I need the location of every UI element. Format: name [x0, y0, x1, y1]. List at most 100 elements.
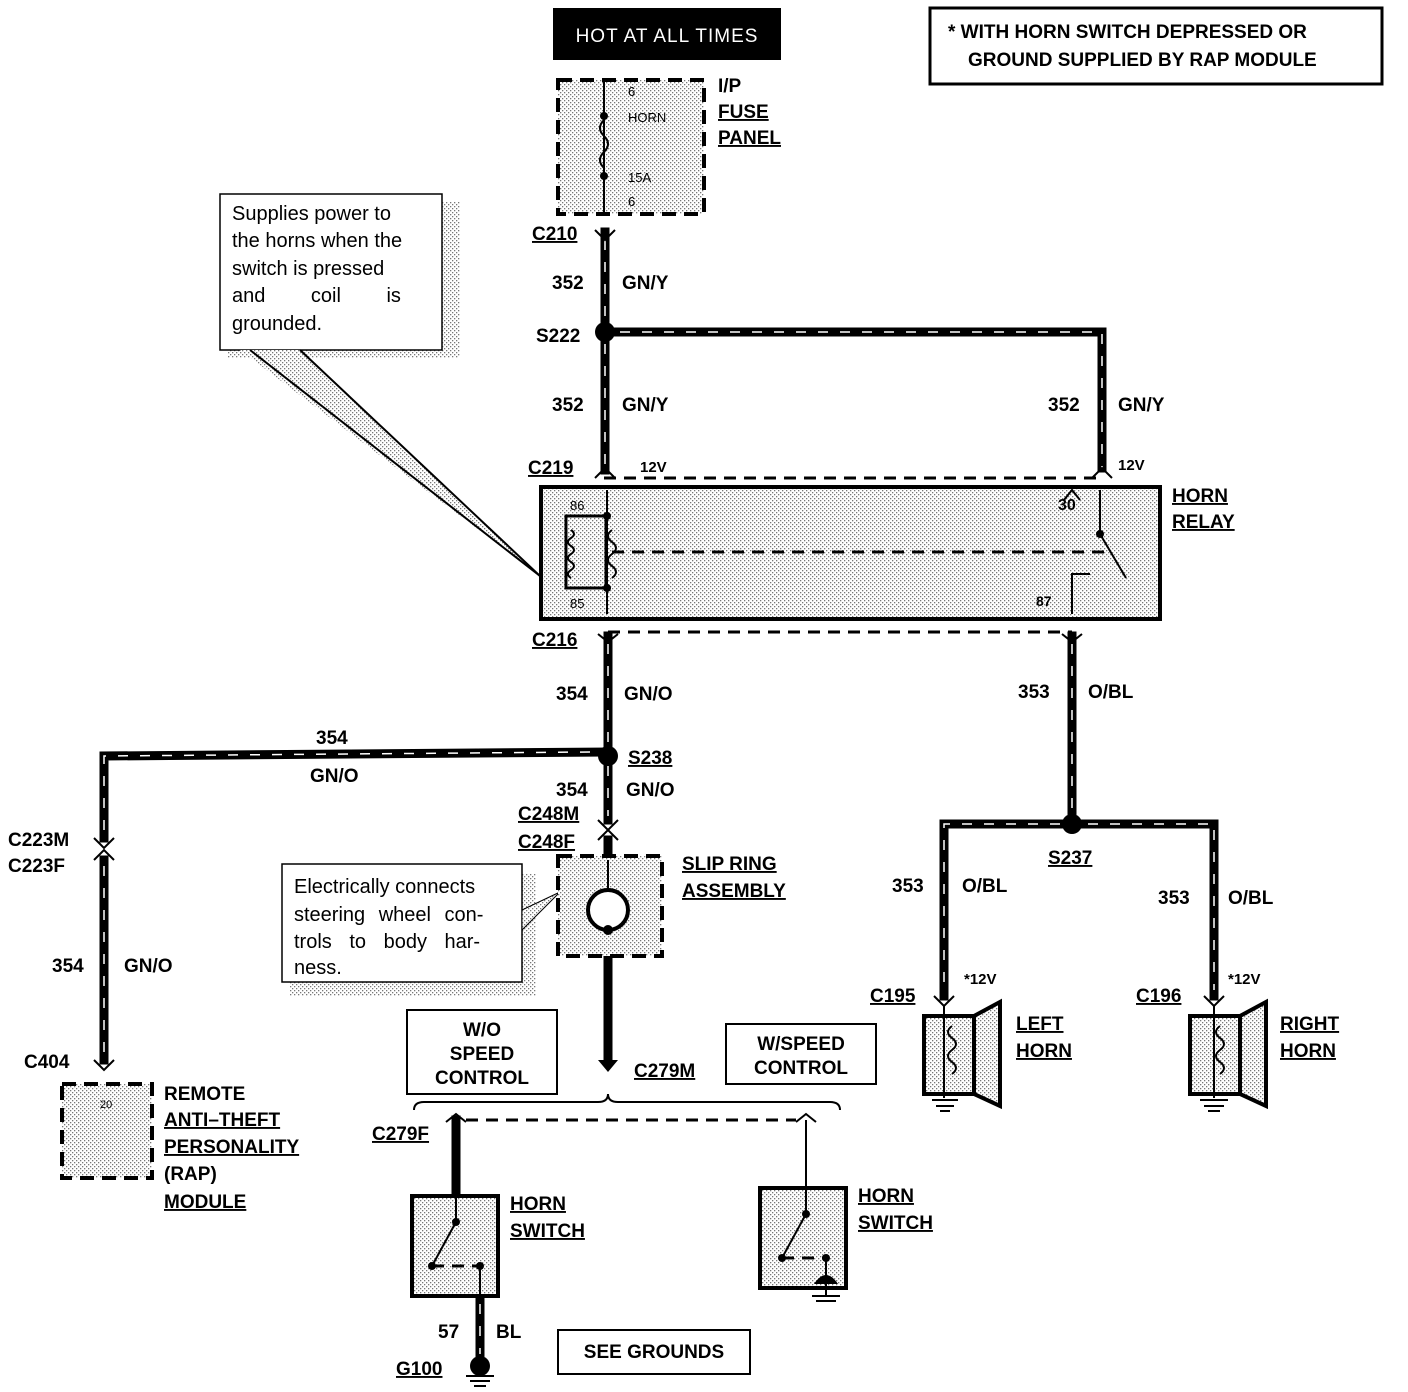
see-grounds-box: SEE GROUNDS	[557, 1329, 751, 1375]
svg-text:6: 6	[628, 84, 635, 99]
svg-text:I/P: I/P	[718, 76, 742, 97]
svg-text:RELAY: RELAY	[1172, 512, 1235, 533]
svg-text:HORN: HORN	[1172, 486, 1228, 507]
wires	[99, 227, 1219, 1363]
svg-text:SLIP RING: SLIP RING	[682, 854, 777, 875]
wire-labels: 352 GN/Y 352 GN/Y 352 GN/Y 354 GN/O 354 …	[52, 273, 1274, 1343]
splice-s222	[595, 322, 615, 342]
svg-text:30: 30	[1058, 497, 1076, 514]
right-horn: RIGHT HORN	[1188, 998, 1340, 1112]
svg-text:20: 20	[100, 1099, 112, 1111]
horn-switch-wo-speed: HORN SWITCH	[410, 1194, 585, 1298]
svg-text:steering wheel con-: steering wheel con-	[294, 904, 483, 926]
svg-text:*12V: *12V	[1228, 971, 1261, 988]
svg-text:GN/O: GN/O	[624, 684, 673, 705]
svg-text:grounded.: grounded.	[232, 313, 322, 335]
label-c404: C404	[24, 1052, 70, 1073]
svg-text:CONTROL: CONTROL	[435, 1068, 529, 1089]
svg-text:SPEED: SPEED	[450, 1044, 514, 1065]
svg-text:86: 86	[570, 498, 584, 513]
svg-text:O/BL: O/BL	[1088, 682, 1134, 703]
svg-text:352: 352	[552, 273, 584, 294]
svg-text:SWITCH: SWITCH	[510, 1221, 585, 1242]
ip-fuse-panel: 6 HORN 15A 6 I/P FUSE PANEL	[556, 76, 781, 216]
svg-text:RIGHT: RIGHT	[1280, 1014, 1340, 1035]
svg-text:GN/Y: GN/Y	[1118, 395, 1165, 416]
label-c279f: C279F	[372, 1124, 429, 1145]
svg-text:W/SPEED: W/SPEED	[757, 1034, 845, 1055]
svg-text:15A: 15A	[628, 170, 651, 185]
label-c223m: C223M	[8, 830, 69, 851]
note-slip-ring: Electrically connects steering wheel con…	[281, 863, 561, 996]
svg-text:352: 352	[552, 395, 584, 416]
speed-control-options: W/O SPEED CONTROL W/SPEED CONTROL	[406, 1009, 877, 1123]
splice-s238	[598, 746, 618, 766]
svg-text:MODULE: MODULE	[164, 1192, 246, 1213]
svg-text:354: 354	[52, 956, 84, 977]
svg-text:(RAP): (RAP)	[164, 1164, 217, 1185]
svg-text:GN/O: GN/O	[310, 766, 359, 787]
svg-text:LEFT: LEFT	[1016, 1014, 1064, 1035]
svg-text:354: 354	[316, 728, 348, 749]
hot-at-all-times-banner: HOT AT ALL TIMES	[553, 8, 781, 60]
label-c219: C219	[528, 458, 573, 479]
svg-text:85: 85	[570, 596, 584, 611]
label-c248m: C248M	[518, 804, 579, 825]
svg-text:SWITCH: SWITCH	[858, 1213, 933, 1234]
svg-text:GROUND SUPPLIED BY RAP MODULE: GROUND SUPPLIED BY RAP MODULE	[968, 50, 1317, 71]
svg-text:CONTROL: CONTROL	[754, 1058, 848, 1079]
svg-text:87: 87	[1036, 593, 1052, 609]
label-s222: S222	[536, 326, 580, 347]
note-relay: Supplies power to the horns when the swi…	[219, 193, 541, 577]
svg-text:ASSEMBLY: ASSEMBLY	[682, 881, 786, 902]
svg-text:GN/Y: GN/Y	[622, 273, 669, 294]
label-s238: S238	[628, 748, 672, 769]
legend-note: * WITH HORN SWITCH DEPRESSED OR GROUND S…	[928, 6, 1384, 86]
svg-text:the horns when the: the horns when the	[232, 230, 402, 252]
svg-text:354: 354	[556, 780, 588, 801]
svg-text:ness.: ness.	[294, 957, 342, 979]
svg-text:PERSONALITY: PERSONALITY	[164, 1137, 299, 1158]
svg-text:ANTI–THEFT: ANTI–THEFT	[164, 1110, 281, 1131]
svg-text:12V: 12V	[1118, 457, 1145, 474]
svg-text:*12V: *12V	[964, 971, 997, 988]
svg-text:57: 57	[438, 1322, 459, 1343]
svg-text:PANEL: PANEL	[718, 128, 781, 149]
svg-text:GN/Y: GN/Y	[622, 395, 669, 416]
voltage-labels: 12V 12V *12V *12V	[640, 457, 1261, 988]
ground-g100	[466, 1356, 494, 1387]
connector-labels: C210 C219 C216 C248M C248F C223M C223F C…	[8, 224, 1181, 1380]
horn-switch-w-speed: HORN SWITCH	[758, 1186, 933, 1302]
label-c210: C210	[532, 224, 577, 245]
horn-relay: 86 85 30 87 HORN RELAY	[539, 485, 1235, 621]
label-c279m: C279M	[634, 1061, 695, 1082]
svg-text:Supplies power to: Supplies power to	[232, 203, 391, 225]
svg-text:HORN: HORN	[510, 1194, 566, 1215]
svg-text:SEE GROUNDS: SEE GROUNDS	[584, 1342, 724, 1363]
slip-ring-assembly: SLIP RING ASSEMBLY	[556, 854, 786, 958]
svg-text:FUSE: FUSE	[718, 102, 769, 123]
connector-marks	[93, 229, 1225, 1072]
svg-text:HORN: HORN	[1280, 1041, 1336, 1062]
svg-text:353: 353	[1018, 682, 1050, 703]
left-horn: LEFT HORN	[922, 998, 1072, 1112]
svg-text:O/BL: O/BL	[1228, 888, 1274, 909]
splice-s237	[1062, 814, 1082, 834]
svg-text:HORN: HORN	[858, 1186, 914, 1207]
svg-text:HORN: HORN	[628, 110, 666, 125]
svg-text:354: 354	[556, 684, 588, 705]
svg-text:O/BL: O/BL	[962, 876, 1008, 897]
svg-text:* WITH HORN SWITCH DEPRESSED O: * WITH HORN SWITCH DEPRESSED OR	[948, 22, 1307, 43]
label-c248f: C248F	[518, 832, 575, 853]
splice-labels: S222 S238 S237	[536, 326, 1092, 869]
svg-text:BL: BL	[496, 1322, 522, 1343]
rap-module: 20 REMOTE ANTI–THEFT PERSONALITY (RAP) M…	[60, 1082, 299, 1213]
svg-text:and coil is: and coil is	[232, 285, 401, 307]
svg-text:HORN: HORN	[1016, 1041, 1072, 1062]
svg-text:Electrically connects: Electrically connects	[294, 876, 475, 898]
svg-text:REMOTE: REMOTE	[164, 1084, 245, 1105]
svg-text:W/O: W/O	[463, 1020, 501, 1041]
svg-text:switch is pressed: switch is pressed	[232, 258, 384, 280]
svg-text:353: 353	[1158, 888, 1190, 909]
